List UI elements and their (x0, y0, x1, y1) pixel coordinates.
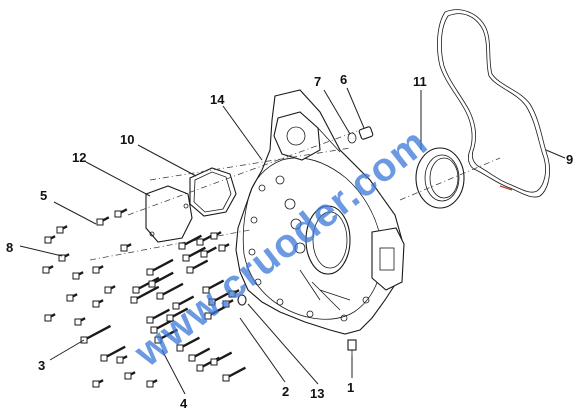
bolt-head (130, 296, 138, 304)
bolt-head (92, 380, 100, 388)
callout-12: 12 (72, 150, 86, 165)
callout-5: 5 (40, 188, 47, 203)
alignment-line (399, 157, 501, 201)
seal-washer (237, 294, 247, 306)
bolt-set (42, 208, 246, 388)
bolt-head (218, 244, 226, 252)
bolt-head (176, 344, 184, 352)
bolt-head (124, 372, 132, 380)
alignment-line (89, 229, 251, 261)
bolt-head (56, 226, 64, 234)
leader-line-9 (545, 149, 566, 159)
bolt-head (146, 268, 154, 276)
callout-2: 2 (282, 384, 289, 399)
bolt-head (200, 250, 208, 258)
callout-8: 8 (6, 240, 13, 255)
rear-cover-gasket (437, 9, 550, 198)
leader-line-12 (85, 161, 151, 197)
drain-plug (347, 339, 357, 356)
o-ring (347, 132, 357, 144)
bolt-head (188, 354, 196, 362)
leader-line-8 (19, 245, 63, 257)
bolt-shaft (133, 285, 160, 302)
bolt-head (148, 280, 156, 288)
callout-6: 6 (340, 72, 347, 87)
bolt-head (92, 266, 100, 274)
callout-4: 4 (180, 396, 188, 411)
bolt-shaft (83, 324, 112, 342)
plug (358, 126, 374, 140)
leader-line-10 (137, 144, 197, 177)
callout-9: 9 (566, 152, 573, 167)
leader-line-6 (346, 87, 365, 129)
bolt-head (156, 292, 164, 300)
callout-11: 11 (413, 74, 427, 89)
bolt-head (92, 300, 100, 308)
bolt-head (100, 354, 108, 362)
callout-13: 13 (310, 386, 324, 401)
leader-line-4 (161, 349, 186, 395)
bolt-head (146, 316, 154, 324)
bolt-head (222, 374, 230, 382)
bolt-shaft (151, 271, 174, 286)
bolt-head (72, 272, 80, 280)
callout-1: 1 (347, 380, 354, 395)
bolt-head (42, 266, 50, 274)
leader-line-7 (323, 89, 351, 135)
bolt-head (120, 244, 128, 252)
bolt-head (96, 218, 104, 226)
bolt-head (186, 266, 194, 274)
bolt-head (116, 356, 124, 364)
bolt-shaft (103, 345, 126, 360)
bolt-head (166, 314, 174, 322)
bolt-head (44, 236, 52, 244)
bolt-shaft (135, 276, 160, 292)
bolt-head (132, 286, 140, 294)
bolt-head (172, 302, 180, 310)
leader-line-3 (49, 339, 85, 361)
bolt-head (228, 290, 236, 298)
bolt-head (204, 312, 212, 320)
bolt-head (74, 318, 82, 326)
crankshaft-seal-ring (415, 147, 465, 209)
bolt-head (150, 326, 158, 334)
bolt-shaft (149, 258, 174, 274)
callout-3: 3 (38, 358, 45, 373)
bolt-head (44, 314, 52, 322)
callout-7: 7 (314, 74, 321, 89)
bolt-head (182, 254, 190, 262)
alignment-line (127, 129, 361, 216)
bolt-head (104, 286, 112, 294)
leader-line-5 (53, 201, 97, 225)
bolt-head (146, 380, 154, 388)
cover-gasket (189, 167, 237, 217)
bolt-head (58, 254, 66, 262)
leader-line-13 (247, 303, 319, 385)
callout-14: 14 (210, 92, 225, 107)
bolt-head (202, 286, 210, 294)
bolt-head (178, 242, 186, 250)
bolt-head (210, 232, 218, 240)
bolt-head (196, 238, 204, 246)
bolt-head (208, 298, 216, 306)
callout-10: 10 (120, 132, 134, 147)
bolt-head (114, 210, 122, 218)
bolt-head (154, 336, 162, 344)
bolt-shaft (159, 282, 184, 298)
bolt-head (222, 300, 230, 308)
bolt-head (66, 294, 74, 302)
leader-line-2 (239, 317, 286, 383)
cover-plate (145, 185, 193, 243)
bolt-head (196, 364, 204, 372)
leader-line-14 (222, 105, 263, 161)
flywheel-housing (235, 89, 405, 335)
bolt-head (210, 358, 218, 366)
